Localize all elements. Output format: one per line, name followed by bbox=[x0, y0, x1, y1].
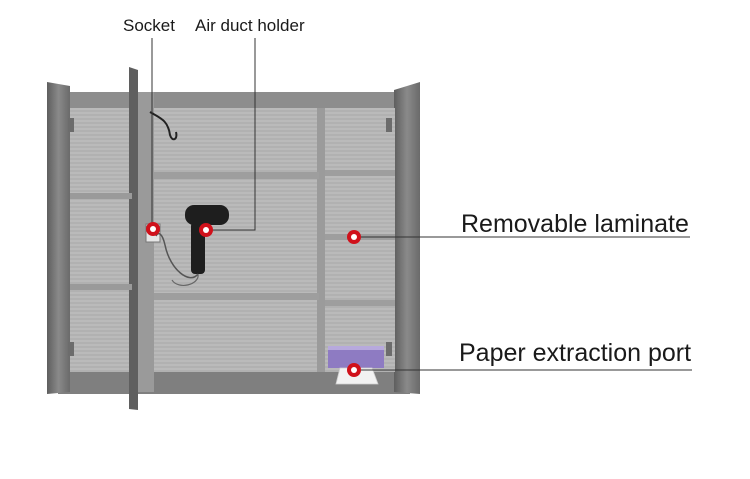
left-shelf-1 bbox=[70, 193, 132, 199]
left-door bbox=[47, 82, 70, 394]
hinge bbox=[68, 118, 74, 132]
power-cable bbox=[149, 111, 178, 141]
middle-door bbox=[129, 67, 138, 410]
center-shelf-2 bbox=[154, 293, 319, 300]
removable-laminate-label: Removable laminate bbox=[461, 210, 689, 238]
vertical-divider bbox=[317, 108, 325, 372]
air-duct-holder-marker bbox=[199, 223, 213, 237]
center-shelf-1 bbox=[154, 172, 319, 179]
right-shelf-3 bbox=[325, 300, 395, 306]
removable-laminate-marker bbox=[347, 230, 361, 244]
left-shelf-2 bbox=[70, 284, 132, 290]
air-duct-holder-label: Air duct holder bbox=[195, 16, 305, 35]
socket-marker bbox=[146, 222, 160, 236]
hinge bbox=[68, 342, 74, 356]
cabinet-top-frame bbox=[58, 92, 410, 108]
paper-extraction-port-label: Paper extraction port bbox=[459, 339, 692, 367]
right-door bbox=[394, 82, 420, 394]
center-compartment bbox=[154, 108, 319, 372]
air-duct-holder-leader-line bbox=[207, 38, 256, 231]
hinge bbox=[386, 118, 392, 132]
paper-extraction-port-marker bbox=[347, 363, 361, 377]
left-compartment bbox=[70, 108, 132, 372]
socket-label: Socket bbox=[123, 16, 175, 35]
hinge bbox=[386, 342, 392, 356]
right-shelf-1 bbox=[325, 170, 395, 176]
